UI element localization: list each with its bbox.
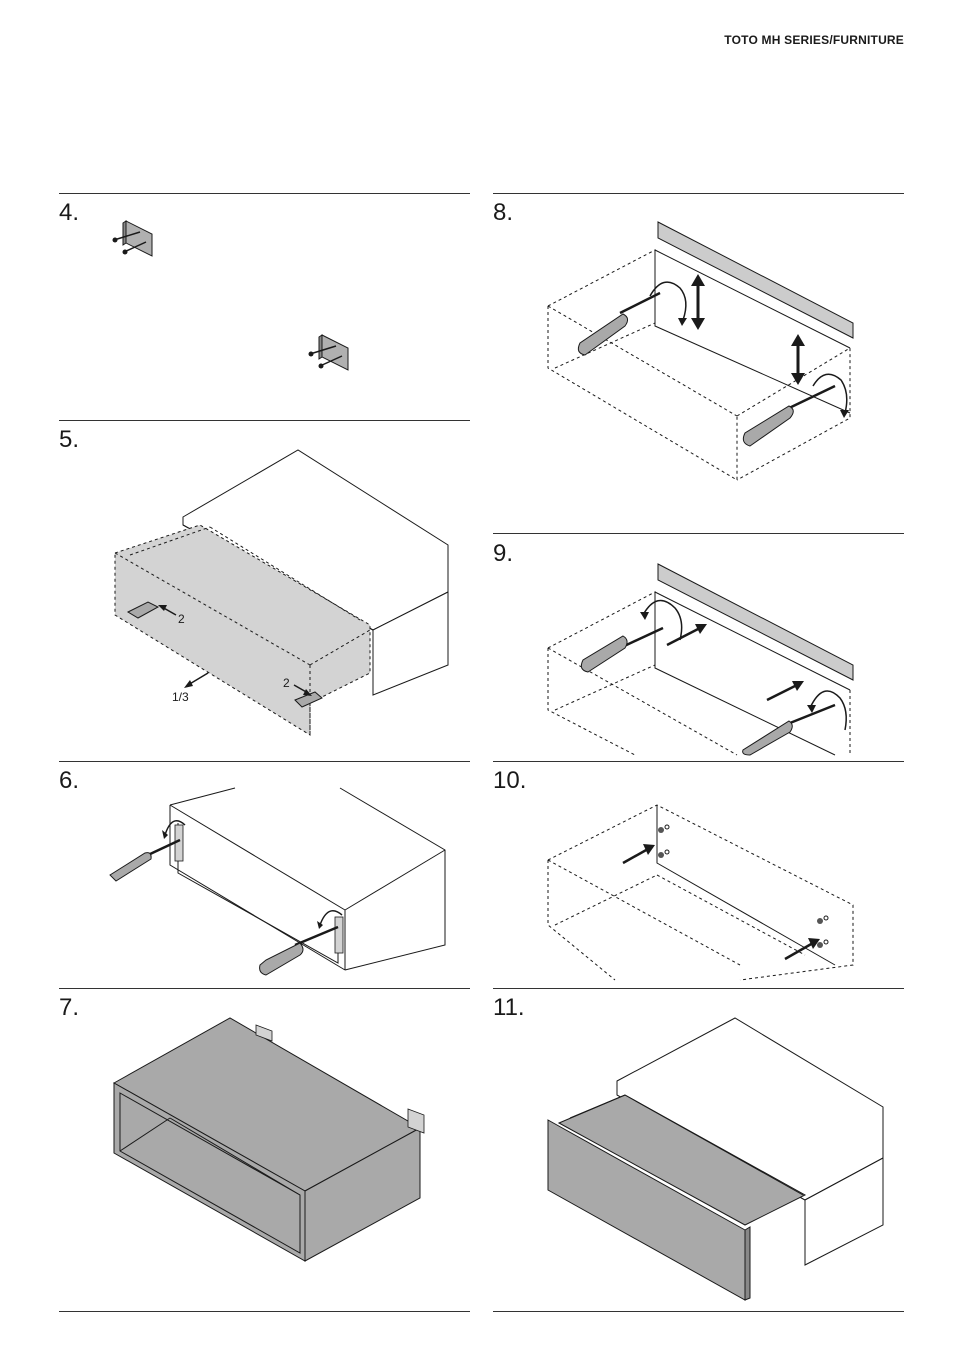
step-5-label-b: 2 xyxy=(283,676,290,690)
step-11-illustration xyxy=(545,1015,885,1305)
rule-left-1 xyxy=(59,193,470,194)
step-10-illustration xyxy=(545,785,860,980)
step-5-fraction-label: 1/3 xyxy=(172,690,189,704)
step-8-illustration xyxy=(545,218,860,483)
step-5-illustration: 2 2 1/3 xyxy=(110,445,455,740)
step-6-number: 6. xyxy=(59,767,79,795)
step-11-number: 11. xyxy=(493,994,525,1022)
step-7-illustration xyxy=(110,1013,435,1263)
step-5-number: 5. xyxy=(59,426,79,454)
rule-right-1 xyxy=(493,193,904,194)
step-6-illustration xyxy=(110,785,455,985)
step-10-number: 10. xyxy=(493,767,526,795)
step-9-illustration xyxy=(545,560,860,755)
rule-left-4 xyxy=(59,988,470,989)
rule-right-4 xyxy=(493,988,904,989)
step-4-bracket-upper xyxy=(110,218,160,260)
document-header-title: TOTO MH SERIES/FURNITURE xyxy=(724,33,904,47)
rule-left-5 xyxy=(59,1311,470,1312)
rule-right-5 xyxy=(493,1311,904,1312)
step-9-number: 9. xyxy=(493,540,513,568)
step-7-number: 7. xyxy=(59,994,79,1022)
step-4-number: 4. xyxy=(59,199,79,227)
rule-right-2 xyxy=(493,533,904,534)
step-4-bracket-lower xyxy=(306,332,356,374)
rule-left-2 xyxy=(59,420,470,421)
rule-left-3 xyxy=(59,761,470,762)
rule-right-3 xyxy=(493,761,904,762)
step-8-number: 8. xyxy=(493,199,513,227)
step-5-label-a: 2 xyxy=(178,612,185,626)
